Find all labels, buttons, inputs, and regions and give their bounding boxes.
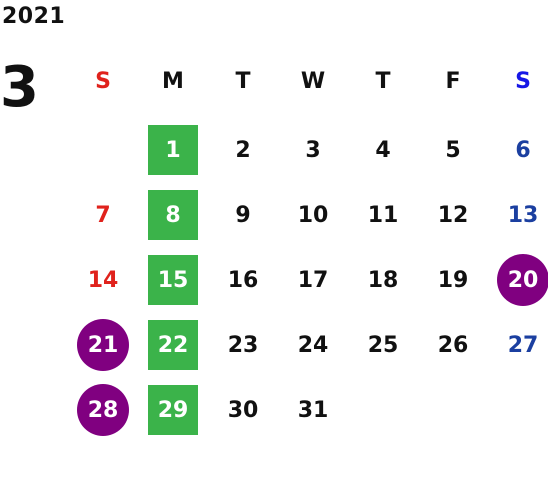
day-cell-highlighted[interactable]: 29 xyxy=(138,385,208,435)
weekday-thursday: T xyxy=(375,68,391,94)
day-cell-highlighted[interactable]: 1 xyxy=(138,125,208,175)
month-number: 3 xyxy=(0,55,39,120)
weekday-tuesday: T xyxy=(235,68,251,94)
week-row-2: 7 8 9 10 11 12 13 xyxy=(68,190,548,240)
day-cell xyxy=(418,385,488,435)
day-cell[interactable]: 19 xyxy=(437,267,469,293)
day-cell[interactable]: 13 xyxy=(507,202,539,228)
day-cell[interactable]: 3 xyxy=(305,137,321,163)
weekday-monday: M xyxy=(162,68,184,94)
day-cell[interactable]: 25 xyxy=(367,332,399,358)
weekday-saturday: S xyxy=(515,68,531,94)
day-cell[interactable]: 7 xyxy=(95,202,111,228)
day-cell[interactable]: 31 xyxy=(297,397,329,423)
day-cell[interactable]: 10 xyxy=(297,202,329,228)
day-cell[interactable]: 17 xyxy=(297,267,329,293)
day-cell[interactable]: 9 xyxy=(235,202,251,228)
year-label: 2021 xyxy=(2,4,66,29)
day-cell[interactable]: 2 xyxy=(235,137,251,163)
day-cell-highlighted[interactable]: 15 xyxy=(138,255,208,305)
day-cell xyxy=(348,385,418,435)
weekday-friday: F xyxy=(445,68,461,94)
day-cell[interactable]: 27 xyxy=(507,332,539,358)
day-cell[interactable]: 14 xyxy=(87,267,119,293)
day-cell[interactable]: 4 xyxy=(375,137,391,163)
day-cell xyxy=(68,125,138,175)
day-cell-circled[interactable]: 21 xyxy=(68,319,138,371)
weekday-header-row: S M T W T F S xyxy=(68,56,548,106)
day-cell[interactable]: 30 xyxy=(227,397,259,423)
week-row-3: 14 15 16 17 18 19 20 xyxy=(68,254,548,306)
day-cell-circled[interactable]: 28 xyxy=(68,384,138,436)
day-cell[interactable]: 24 xyxy=(297,332,329,358)
weekday-wednesday: W xyxy=(300,68,326,94)
day-cell[interactable]: 5 xyxy=(445,137,461,163)
day-cell[interactable]: 12 xyxy=(437,202,469,228)
day-cell[interactable]: 23 xyxy=(227,332,259,358)
day-cell[interactable]: 26 xyxy=(437,332,469,358)
day-cell xyxy=(488,385,548,435)
week-row-1: 1 2 3 4 5 6 xyxy=(68,125,548,175)
week-row-5: 28 29 30 31 xyxy=(68,384,548,436)
week-row-4: 21 22 23 24 25 26 27 xyxy=(68,319,548,371)
day-cell-highlighted[interactable]: 8 xyxy=(138,190,208,240)
day-cell[interactable]: 11 xyxy=(367,202,399,228)
day-cell[interactable]: 16 xyxy=(227,267,259,293)
day-cell-circled[interactable]: 20 xyxy=(488,254,548,306)
day-cell[interactable]: 18 xyxy=(367,267,399,293)
day-cell[interactable]: 6 xyxy=(515,137,531,163)
weekday-sunday: S xyxy=(95,68,111,94)
day-cell-highlighted[interactable]: 22 xyxy=(138,320,208,370)
